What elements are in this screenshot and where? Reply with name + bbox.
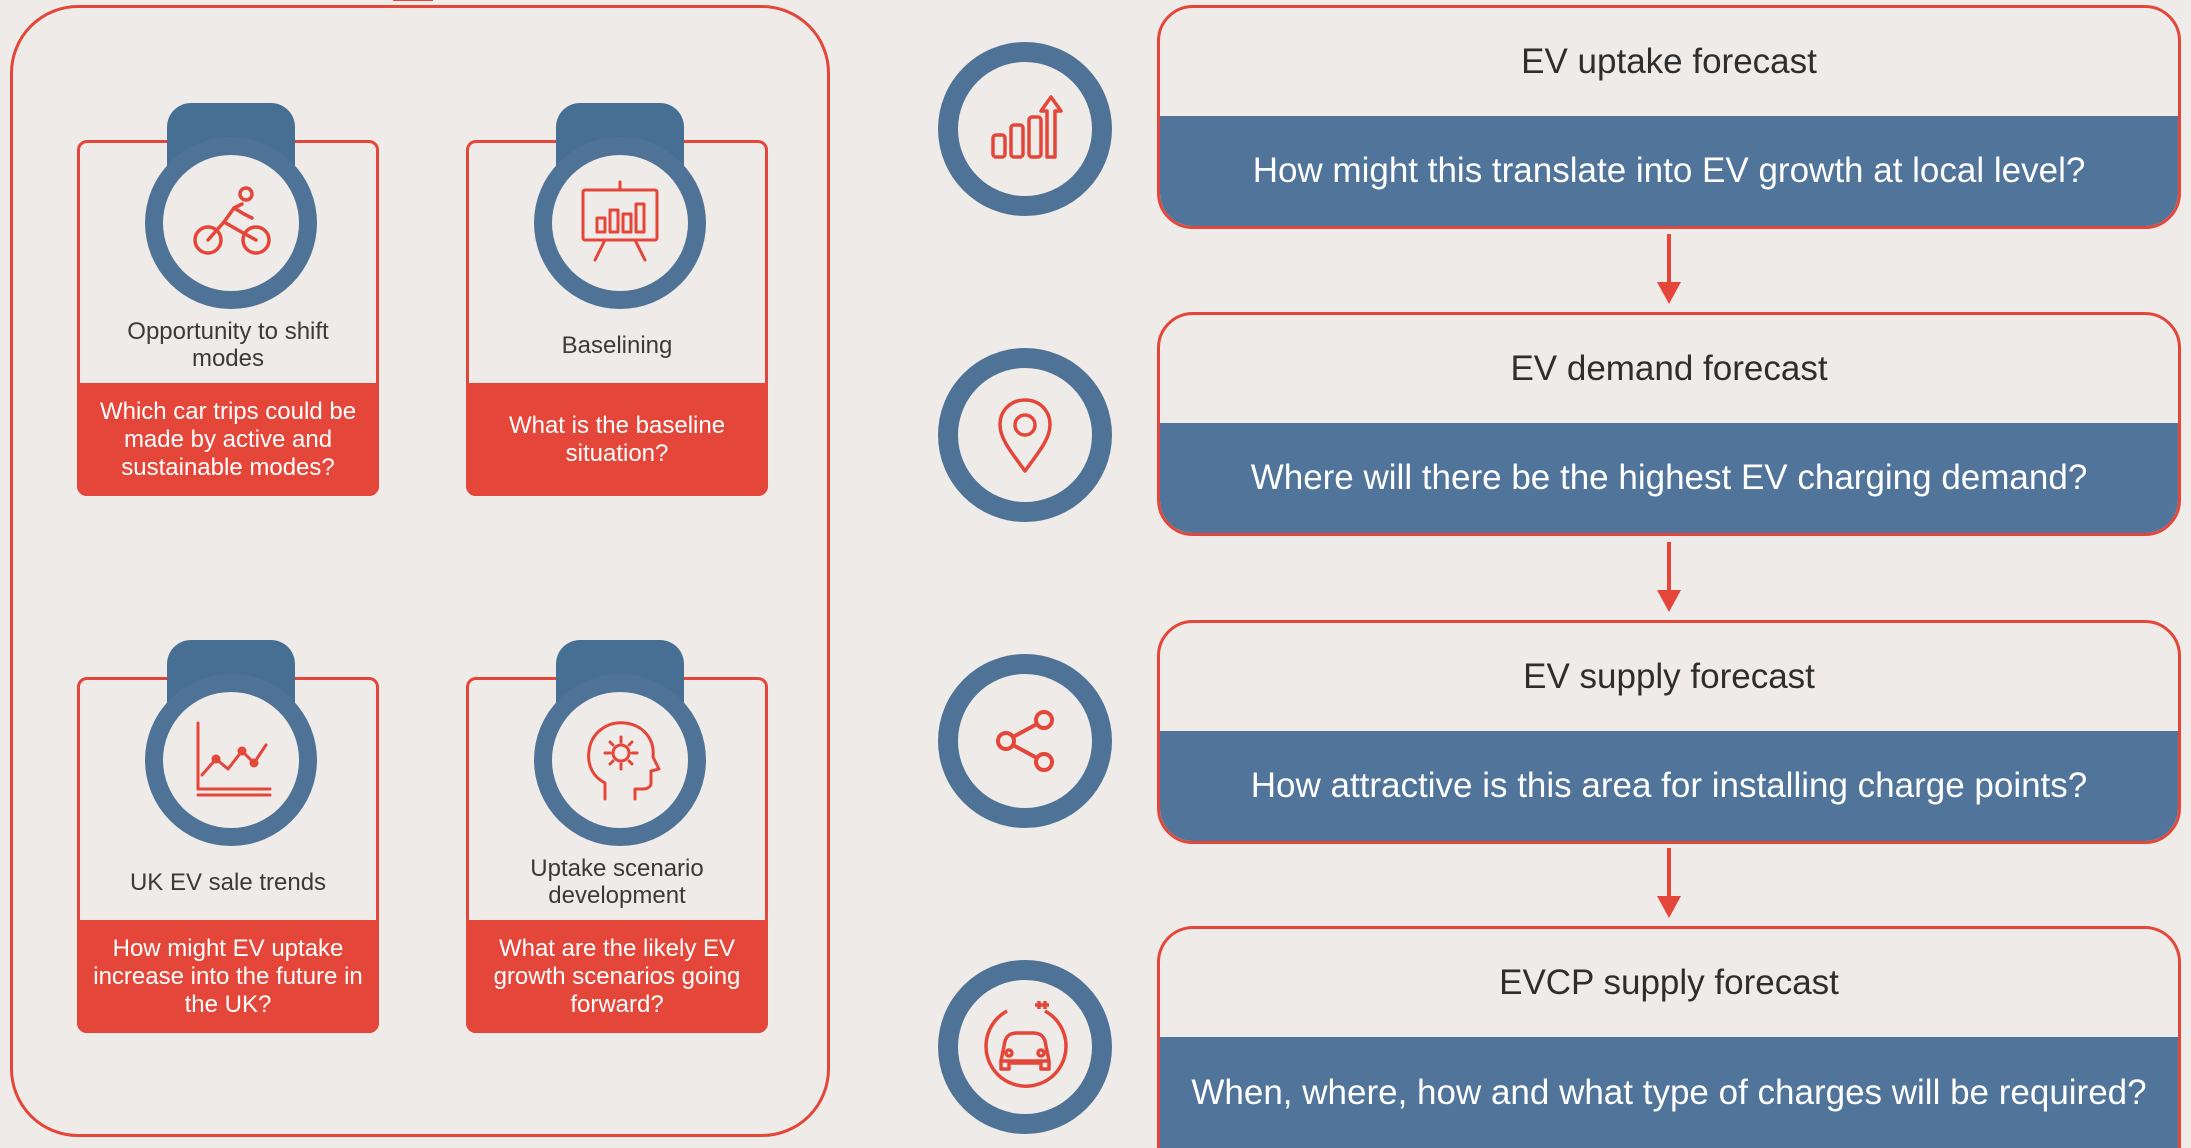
card-icon-ring: [145, 137, 317, 309]
forecast-question: When, where, how and what type of charge…: [1160, 1037, 2178, 1148]
forecast-question: Where will there be the highest EV charg…: [1160, 423, 2178, 533]
cyclist-icon: [193, 186, 271, 255]
card-icon-ring: [145, 674, 317, 846]
head-gear-icon: [587, 721, 661, 801]
card-uptake-scenario-development: Uptake scenario development What are the…: [466, 640, 768, 1033]
card-question: How might EV uptake increase into the fu…: [77, 920, 379, 1033]
share-network-icon: [996, 710, 1054, 772]
forecast-question: How might this translate into EV growth …: [1160, 116, 2178, 226]
forecast-icon-circle: [938, 654, 1112, 828]
forecast-ev-demand: EV demand forecast Where will there be t…: [1157, 312, 2181, 536]
forecast-title: EV supply forecast: [1523, 657, 1815, 696]
flow-arrow: [1657, 234, 1681, 304]
card-question: Which car trips could be made by active …: [77, 383, 379, 496]
card-baselining: Baselining What is the baseline situatio…: [466, 103, 768, 496]
flow-arrow: [1657, 848, 1681, 918]
electric-car-icon: [984, 1001, 1068, 1088]
card-title: Uptake scenario development: [530, 855, 704, 909]
flow-arrow: [1657, 542, 1681, 612]
forecast-title: EV demand forecast: [1510, 349, 1828, 388]
forecast-icon-circle: [938, 960, 1112, 1134]
presentation-chart-icon: [581, 180, 659, 262]
card-question: What are the likely EV growth scenarios …: [466, 920, 768, 1033]
line-chart-icon: [196, 721, 272, 797]
forecast-ev-supply: EV supply forecast How attractive is thi…: [1157, 620, 2181, 844]
forecast-icon-circle: [938, 348, 1112, 522]
card-title: Opportunity to shift modes: [127, 318, 329, 372]
card-title: Baselining: [561, 331, 673, 359]
card-opportunity-to-shift-modes: Opportunity to shift modes Which car tri…: [77, 103, 379, 496]
growth-bars-icon: [991, 95, 1063, 159]
panel-connector-notch: [393, 0, 433, 17]
card-question: What is the baseline situation?: [466, 383, 768, 496]
forecast-question: How attractive is this area for installi…: [1160, 731, 2178, 841]
forecast-evcp-supply: EVCP supply forecast When, where, how an…: [1157, 926, 2181, 1148]
forecast-title: EVCP supply forecast: [1499, 963, 1839, 1002]
card-icon-ring: [534, 674, 706, 846]
card-icon-ring: [534, 137, 706, 309]
card-title: UK EV sale trends: [129, 868, 327, 896]
forecast-title: EV uptake forecast: [1521, 42, 1817, 81]
forecast-icon-circle: [938, 42, 1112, 216]
forecast-ev-uptake: EV uptake forecast How might this transl…: [1157, 5, 2181, 229]
card-uk-ev-sale-trends: UK EV sale trends How might EV uptake in…: [77, 640, 379, 1033]
analysis-steps-panel: [10, 0, 830, 1137]
location-pin-icon: [998, 398, 1052, 473]
